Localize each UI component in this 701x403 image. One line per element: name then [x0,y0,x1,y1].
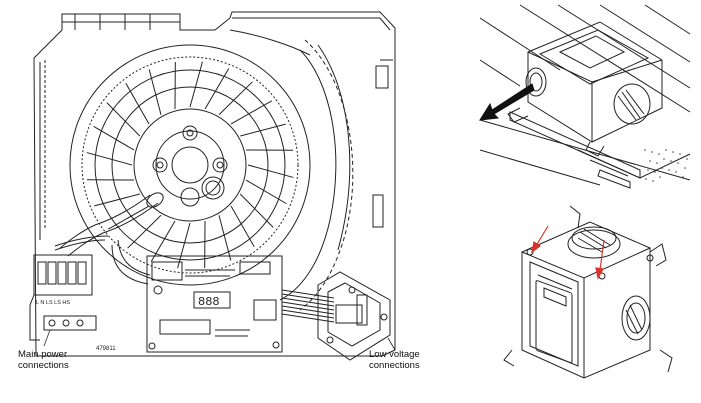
texture-dot [656,162,658,164]
low-voltage-line2: connections [369,360,420,371]
blade [150,220,176,262]
fan-housing [33,11,396,357]
blade [218,81,253,116]
texture-dot [652,180,654,182]
main-power-line2: connections [18,360,69,371]
terminal-slot [47,261,57,285]
housing-installed-view [479,4,691,189]
texture-dot [647,169,649,171]
blade [247,164,294,178]
blade [148,69,162,115]
blade [189,61,203,108]
airflow-arrow-icon [479,83,535,121]
terminal-slot [77,261,87,285]
blade [230,100,273,125]
blade [125,82,150,125]
blade [107,205,150,230]
blade [94,193,140,207]
harness-wire [281,297,335,307]
terminal-slot [67,261,77,285]
blade [245,179,287,205]
display-digits: 888 [198,295,220,309]
texture-dot [665,149,667,151]
texture-dot [668,169,670,171]
texture-dot [679,153,681,155]
texture-dot [682,176,684,178]
texture-dot [661,167,663,169]
blade [239,193,274,228]
terminal-slot [37,261,47,285]
model-number: 479811 [96,346,116,352]
blade [127,214,162,249]
power-cable [59,192,164,285]
harness-wire [281,293,335,303]
blade [240,123,286,137]
low-voltage-label: Low voltage connections [369,349,420,371]
texture-dot [658,153,660,155]
terminal-marking: L N LS LS HS [36,300,70,306]
blade [93,125,135,151]
harness-wire [281,309,335,319]
leader-lines [43,329,396,351]
blade [218,215,232,261]
blower-blades [86,61,294,269]
blower-wheel [69,44,311,286]
texture-dot [649,160,651,162]
low-voltage-line1: Low voltage [369,349,420,360]
texture-dot [684,167,686,169]
texture-dot [672,151,674,153]
texture-dot [644,149,646,151]
blade [106,102,141,137]
ceiling-texture [644,149,688,182]
control-board [146,255,283,353]
texture-dot [651,151,653,153]
blade [86,152,133,166]
blade [230,205,255,248]
texture-dot [654,171,656,173]
mounting-arrows-icon [531,225,605,280]
blade [177,222,191,269]
harness-wire [281,301,335,311]
texture-dot [677,162,679,164]
texture-dot [645,178,647,180]
housing-detail-view [503,205,673,379]
texture-dot [663,158,665,160]
low-voltage-module [281,271,391,361]
terminal-block [29,235,109,341]
terminal-slot [57,261,67,285]
texture-dot [670,160,672,162]
harness-wire [281,289,335,299]
harness-wire [281,313,335,323]
blade [204,68,230,110]
texture-dot [659,176,661,178]
main-power-label: Main power connections [18,349,69,371]
texture-dot [686,158,688,160]
main-power-line1: Main power [18,349,68,360]
texture-dot [675,171,677,173]
harness-wire [281,305,335,315]
